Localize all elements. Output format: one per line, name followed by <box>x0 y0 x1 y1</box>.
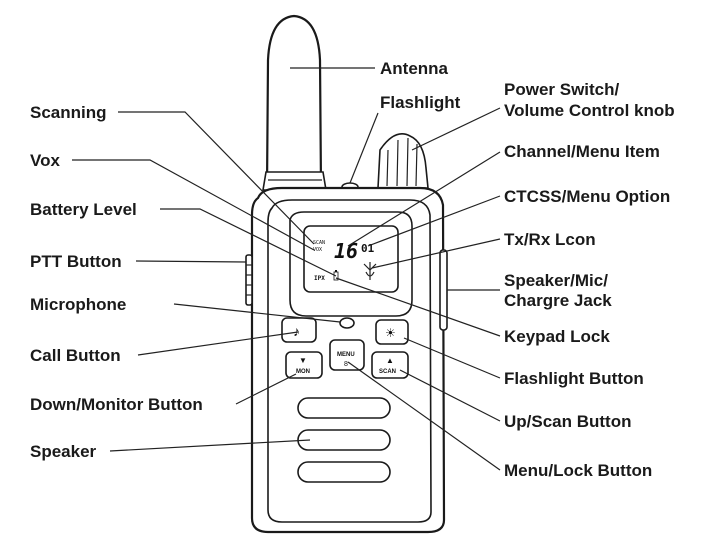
label-flashlight: Flashlight <box>380 93 461 112</box>
label-call-button: Call Button <box>30 346 121 365</box>
radio-illustration: SCAN VOX 16 01 IPX ♪ ☀ MENU 8 <box>245 14 448 534</box>
label-battery-level: Battery Level <box>30 200 137 219</box>
scan-button-label: SCAN <box>379 369 396 375</box>
label-speaker-mic-2: Chargre Jack <box>504 291 612 310</box>
lcd-channel: 16 <box>334 239 358 263</box>
lock-icon: 8 <box>344 361 348 368</box>
label-tx-rx-icon: Tx/Rx Lcon <box>504 230 596 249</box>
down-arrow-icon: ▼ <box>299 356 307 365</box>
label-down-monitor-button: Down/Monitor Button <box>30 395 203 414</box>
ptt-ridges <box>245 254 253 306</box>
speaker-grille <box>297 397 391 483</box>
label-scanning: Scanning <box>30 103 107 122</box>
volume-knob <box>377 133 429 189</box>
label-power-switch-2: Volume Control knob <box>504 101 675 120</box>
label-speaker-mic-1: Speaker/Mic/ <box>504 271 608 290</box>
label-power-switch-1: Power Switch/ <box>504 80 620 99</box>
label-antenna: Antenna <box>380 59 449 78</box>
label-flashlight-button: Flashlight Button <box>504 369 644 388</box>
menu-lock-button[interactable]: MENU 8 <box>329 339 365 371</box>
label-up-scan-button: Up/Scan Button <box>504 412 632 431</box>
lcd-screen <box>303 225 399 293</box>
label-channel-menu-item: Channel/Menu Item <box>504 142 660 161</box>
up-arrow-icon: ▲ <box>386 356 394 365</box>
flashlight-button[interactable]: ☀ <box>375 319 409 345</box>
lcd-ipx: IPX <box>314 275 325 282</box>
tx-rx-icon <box>363 262 377 280</box>
label-menu-lock-button: Menu/Lock Button <box>504 461 652 480</box>
battery-icon <box>333 270 339 281</box>
label-ptt-button: PTT Button <box>30 252 122 271</box>
label-microphone: Microphone <box>30 295 126 314</box>
leader-lines <box>72 67 501 471</box>
microphone-hole <box>339 317 355 329</box>
music-note-icon: ♪ <box>293 323 300 339</box>
mon-button-label: MON <box>296 369 310 375</box>
jack-cover <box>439 249 448 331</box>
label-speaker: Speaker <box>30 442 97 461</box>
menu-button-label: MENU <box>337 352 355 358</box>
label-ctcss-menu-option: CTCSS/Menu Option <box>504 187 670 206</box>
down-monitor-button[interactable]: ▼ MON <box>285 351 323 379</box>
lcd-vox: VOX <box>313 247 322 253</box>
label-keypad-lock: Keypad Lock <box>504 327 610 346</box>
call-button[interactable]: ♪ <box>281 317 317 343</box>
label-vox: Vox <box>30 151 60 170</box>
up-scan-button[interactable]: ▲ SCAN <box>371 351 409 379</box>
sun-icon: ☀ <box>385 326 396 340</box>
callout-labels: Antenna Flashlight Power Switch/ Volume … <box>30 59 675 480</box>
antenna <box>265 14 323 190</box>
lcd-scan: SCAN <box>313 240 325 246</box>
